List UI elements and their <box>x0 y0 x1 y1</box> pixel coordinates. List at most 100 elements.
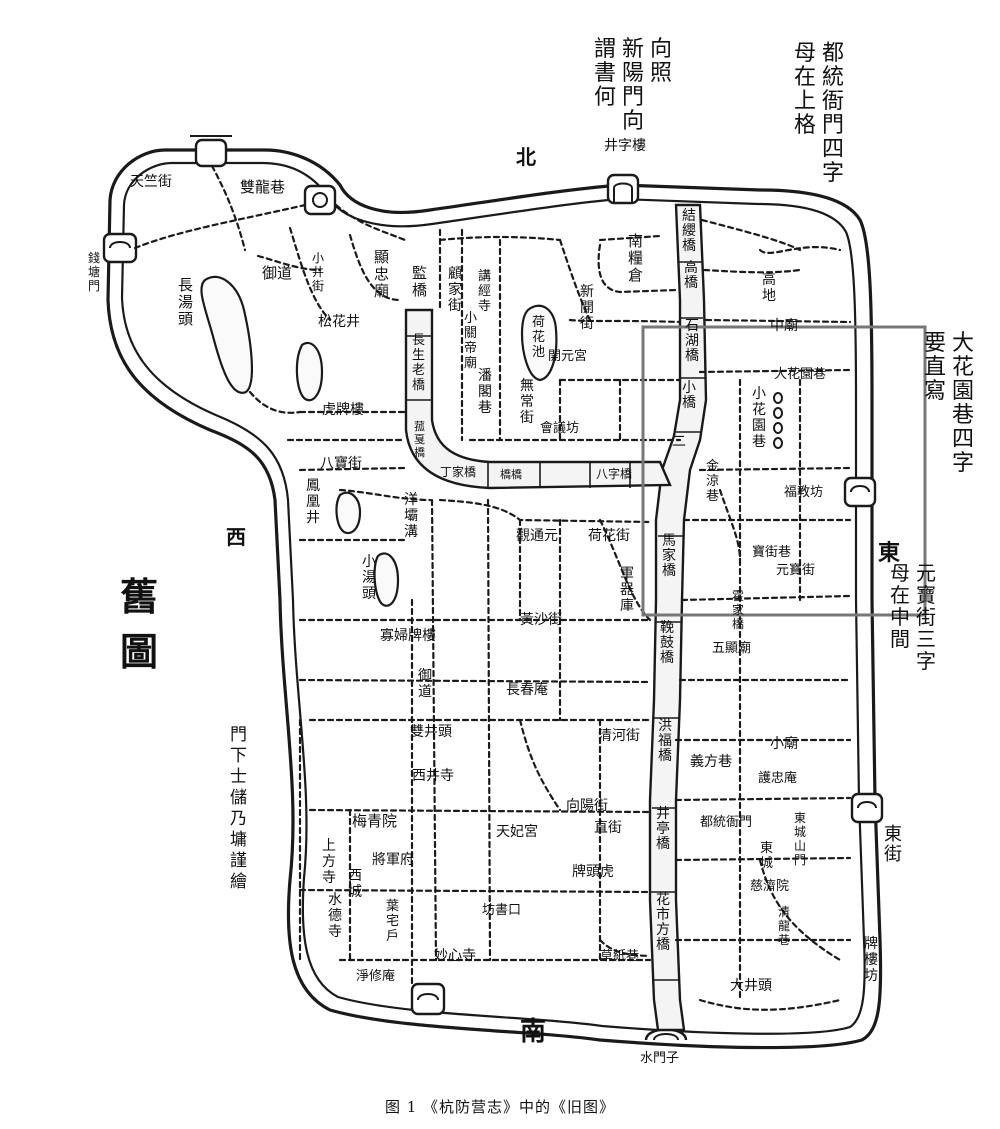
svg-text:街: 街 <box>916 605 936 629</box>
svg-text:葉: 葉 <box>386 899 399 914</box>
label-shuidesi: 水德寺 <box>328 892 342 940</box>
svg-text:開: 開 <box>580 300 594 316</box>
label-shuangjingtou: 雙井頭 <box>410 724 452 740</box>
svg-text:德: 德 <box>328 908 342 924</box>
svg-text:下: 下 <box>230 746 247 766</box>
canal-bridge-3: 石湖橋 <box>685 318 699 364</box>
svg-text:錢: 錢 <box>88 250 100 265</box>
svg-text:橋: 橋 <box>658 748 672 764</box>
svg-text:花: 花 <box>752 402 766 418</box>
svg-text:上: 上 <box>794 89 816 114</box>
svg-text:門: 門 <box>88 279 100 293</box>
svg-text:溝: 溝 <box>404 524 418 540</box>
svg-text:統: 統 <box>822 65 844 90</box>
label-er: 二 <box>672 434 686 450</box>
label-jingxiuan: 淨修庵 <box>356 968 395 984</box>
label-xiaotangtou: 小湯頭 <box>362 554 376 602</box>
svg-text:家: 家 <box>662 547 676 564</box>
label-tianfeigong: 天妃宮 <box>496 824 538 840</box>
label-wuchangjie: 無常街 <box>520 378 534 426</box>
canal-bridge-2: 高橋 <box>684 259 698 291</box>
label-xianzhongmiao: 顯忠廟 <box>374 248 389 300</box>
label-junqiku: 軍器庫 <box>620 566 634 614</box>
svg-text:方: 方 <box>656 922 670 938</box>
svg-text:都: 都 <box>822 41 844 66</box>
svg-text:格: 格 <box>794 113 816 138</box>
svg-text:儲: 儲 <box>230 788 247 808</box>
label-shangfangsi: 上方寺 <box>322 838 336 886</box>
svg-text:帝: 帝 <box>464 340 477 356</box>
svg-text:長: 長 <box>178 276 193 294</box>
svg-text:寺: 寺 <box>322 870 336 886</box>
label-huojiaqiao: 霍家橋 <box>732 589 744 631</box>
svg-text:橋: 橋 <box>656 836 670 852</box>
hehua-pond <box>520 304 558 382</box>
svg-text:寺: 寺 <box>478 299 491 314</box>
svg-text:老: 老 <box>412 363 425 378</box>
city-map: 北 西 東 南 舊 圖 門下士儲乃墉謹繪向照新陽門向謂書何都統衙門四字母在上格大… <box>88 37 974 1066</box>
label-nanliangcang: 南糧倉 <box>628 232 643 284</box>
svg-text:橋: 橋 <box>660 650 674 666</box>
svg-text:池: 池 <box>532 345 545 360</box>
well-dots <box>773 392 783 449</box>
svg-text:湖: 湖 <box>685 333 699 349</box>
label-shuanglong-lane: 雙龍巷 <box>240 178 285 196</box>
svg-text:關: 關 <box>464 326 477 341</box>
label-zhongmiao: 中廟 <box>770 317 798 334</box>
map-title-char-1: 舊 <box>120 574 158 619</box>
svg-text:巷: 巷 <box>478 400 492 416</box>
svg-text:乃: 乃 <box>230 809 247 829</box>
label-bazi-qiao: 八字橋 <box>596 466 632 481</box>
svg-text:謹: 謹 <box>230 851 247 871</box>
svg-text:方: 方 <box>322 854 336 870</box>
svg-text:顯: 顯 <box>374 248 389 266</box>
label-gujiajie: 顧家街 <box>448 266 462 314</box>
southeast-gate <box>850 792 884 824</box>
label-hupailou: 虎牌樓 <box>322 401 364 418</box>
svg-text:向: 向 <box>622 109 644 134</box>
svg-text:巷: 巷 <box>752 434 766 450</box>
svg-text:潘: 潘 <box>478 368 492 384</box>
svg-text:坊: 坊 <box>864 968 878 984</box>
label-baozhixiang: 寶街巷 <box>752 544 791 560</box>
direction-west: 西 <box>226 525 246 549</box>
svg-text:字: 字 <box>916 649 936 673</box>
svg-text:橋: 橋 <box>412 281 427 299</box>
svg-text:寺: 寺 <box>328 924 342 940</box>
label-gaodi: 高地 <box>762 271 776 304</box>
svg-text:道: 道 <box>418 684 432 700</box>
qiantang-gate <box>102 232 138 264</box>
svg-text:要: 要 <box>924 331 946 356</box>
svg-text:街: 街 <box>448 298 462 314</box>
fenghuang-pond <box>335 491 362 535</box>
svg-text:監: 監 <box>412 264 427 282</box>
svg-text:謂: 謂 <box>594 37 616 62</box>
svg-text:井: 井 <box>656 806 670 822</box>
svg-text:福: 福 <box>658 733 672 749</box>
canal-bridge-1: 結纓橋 <box>682 208 696 254</box>
svg-text:橋: 橋 <box>682 395 696 411</box>
label-huzhongan: 護忠庵 <box>758 770 797 786</box>
svg-text:湯: 湯 <box>362 569 376 586</box>
label-jiangjunfu: 將軍府 <box>372 852 414 868</box>
svg-text:戶: 戶 <box>386 929 399 944</box>
svg-text:宅: 宅 <box>386 914 399 929</box>
svg-text:橋: 橋 <box>684 275 698 291</box>
label-dahuayuanxiang: 大花園巷 <box>774 366 826 382</box>
label-xiaomiao: 小廟 <box>770 735 798 752</box>
canal-bridge-5: 馬家橋 <box>662 533 676 579</box>
svg-text:庫: 庫 <box>620 597 634 614</box>
svg-text:橋: 橋 <box>662 563 676 579</box>
svg-text:軍: 軍 <box>620 566 634 582</box>
south-gate <box>410 982 446 1016</box>
place-labels: 天竺街雙龍巷錢塘門長湯頭御道小井街顯忠廟松花井監橋長生老橋菰戛橋顧家街小關帝廟講… <box>88 138 902 1066</box>
svg-text:巷: 巷 <box>952 403 974 428</box>
svg-text:地: 地 <box>762 288 776 304</box>
label-xiangyangjie: 向陽街 <box>566 798 608 814</box>
svg-text:大: 大 <box>952 331 974 356</box>
label-zhijie: 直街 <box>594 819 622 836</box>
svg-text:鼓: 鼓 <box>660 635 674 651</box>
label-yangbagou: 洋壩溝 <box>404 492 418 540</box>
label-dongjie: 東街 <box>884 824 902 865</box>
